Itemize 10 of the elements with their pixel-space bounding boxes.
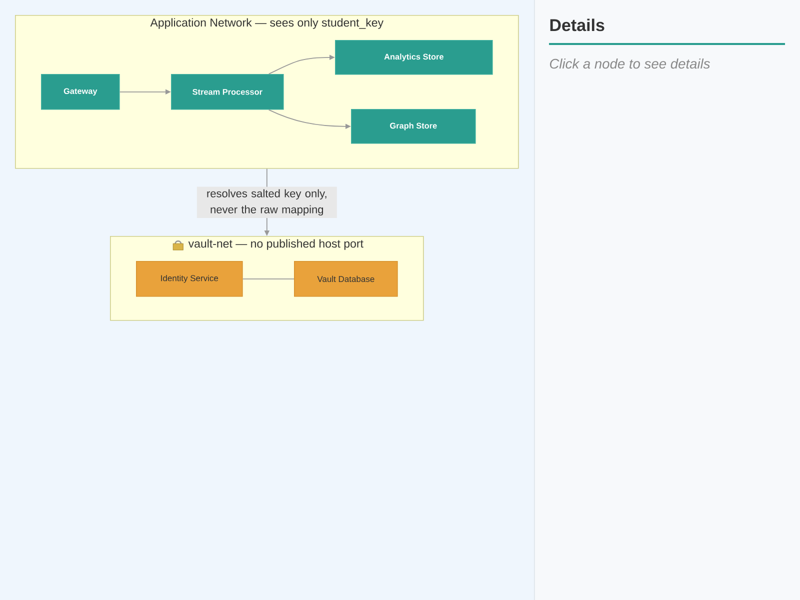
edge-label: resolves salted key only, never the raw mapping <box>196 186 337 218</box>
process-box: Analytics Store <box>335 40 493 75</box>
connector-line <box>242 278 294 280</box>
hint-text: Click a node to see details <box>550 58 710 69</box>
process-box: Vault Database <box>294 261 398 297</box>
process-box: Graph Store <box>351 109 476 144</box>
panel-heading: Details <box>550 18 604 32</box>
process-box: Stream Processor <box>171 74 284 110</box>
process-box: Identity Service <box>136 261 243 297</box>
process-box: Gateway <box>41 74 120 110</box>
